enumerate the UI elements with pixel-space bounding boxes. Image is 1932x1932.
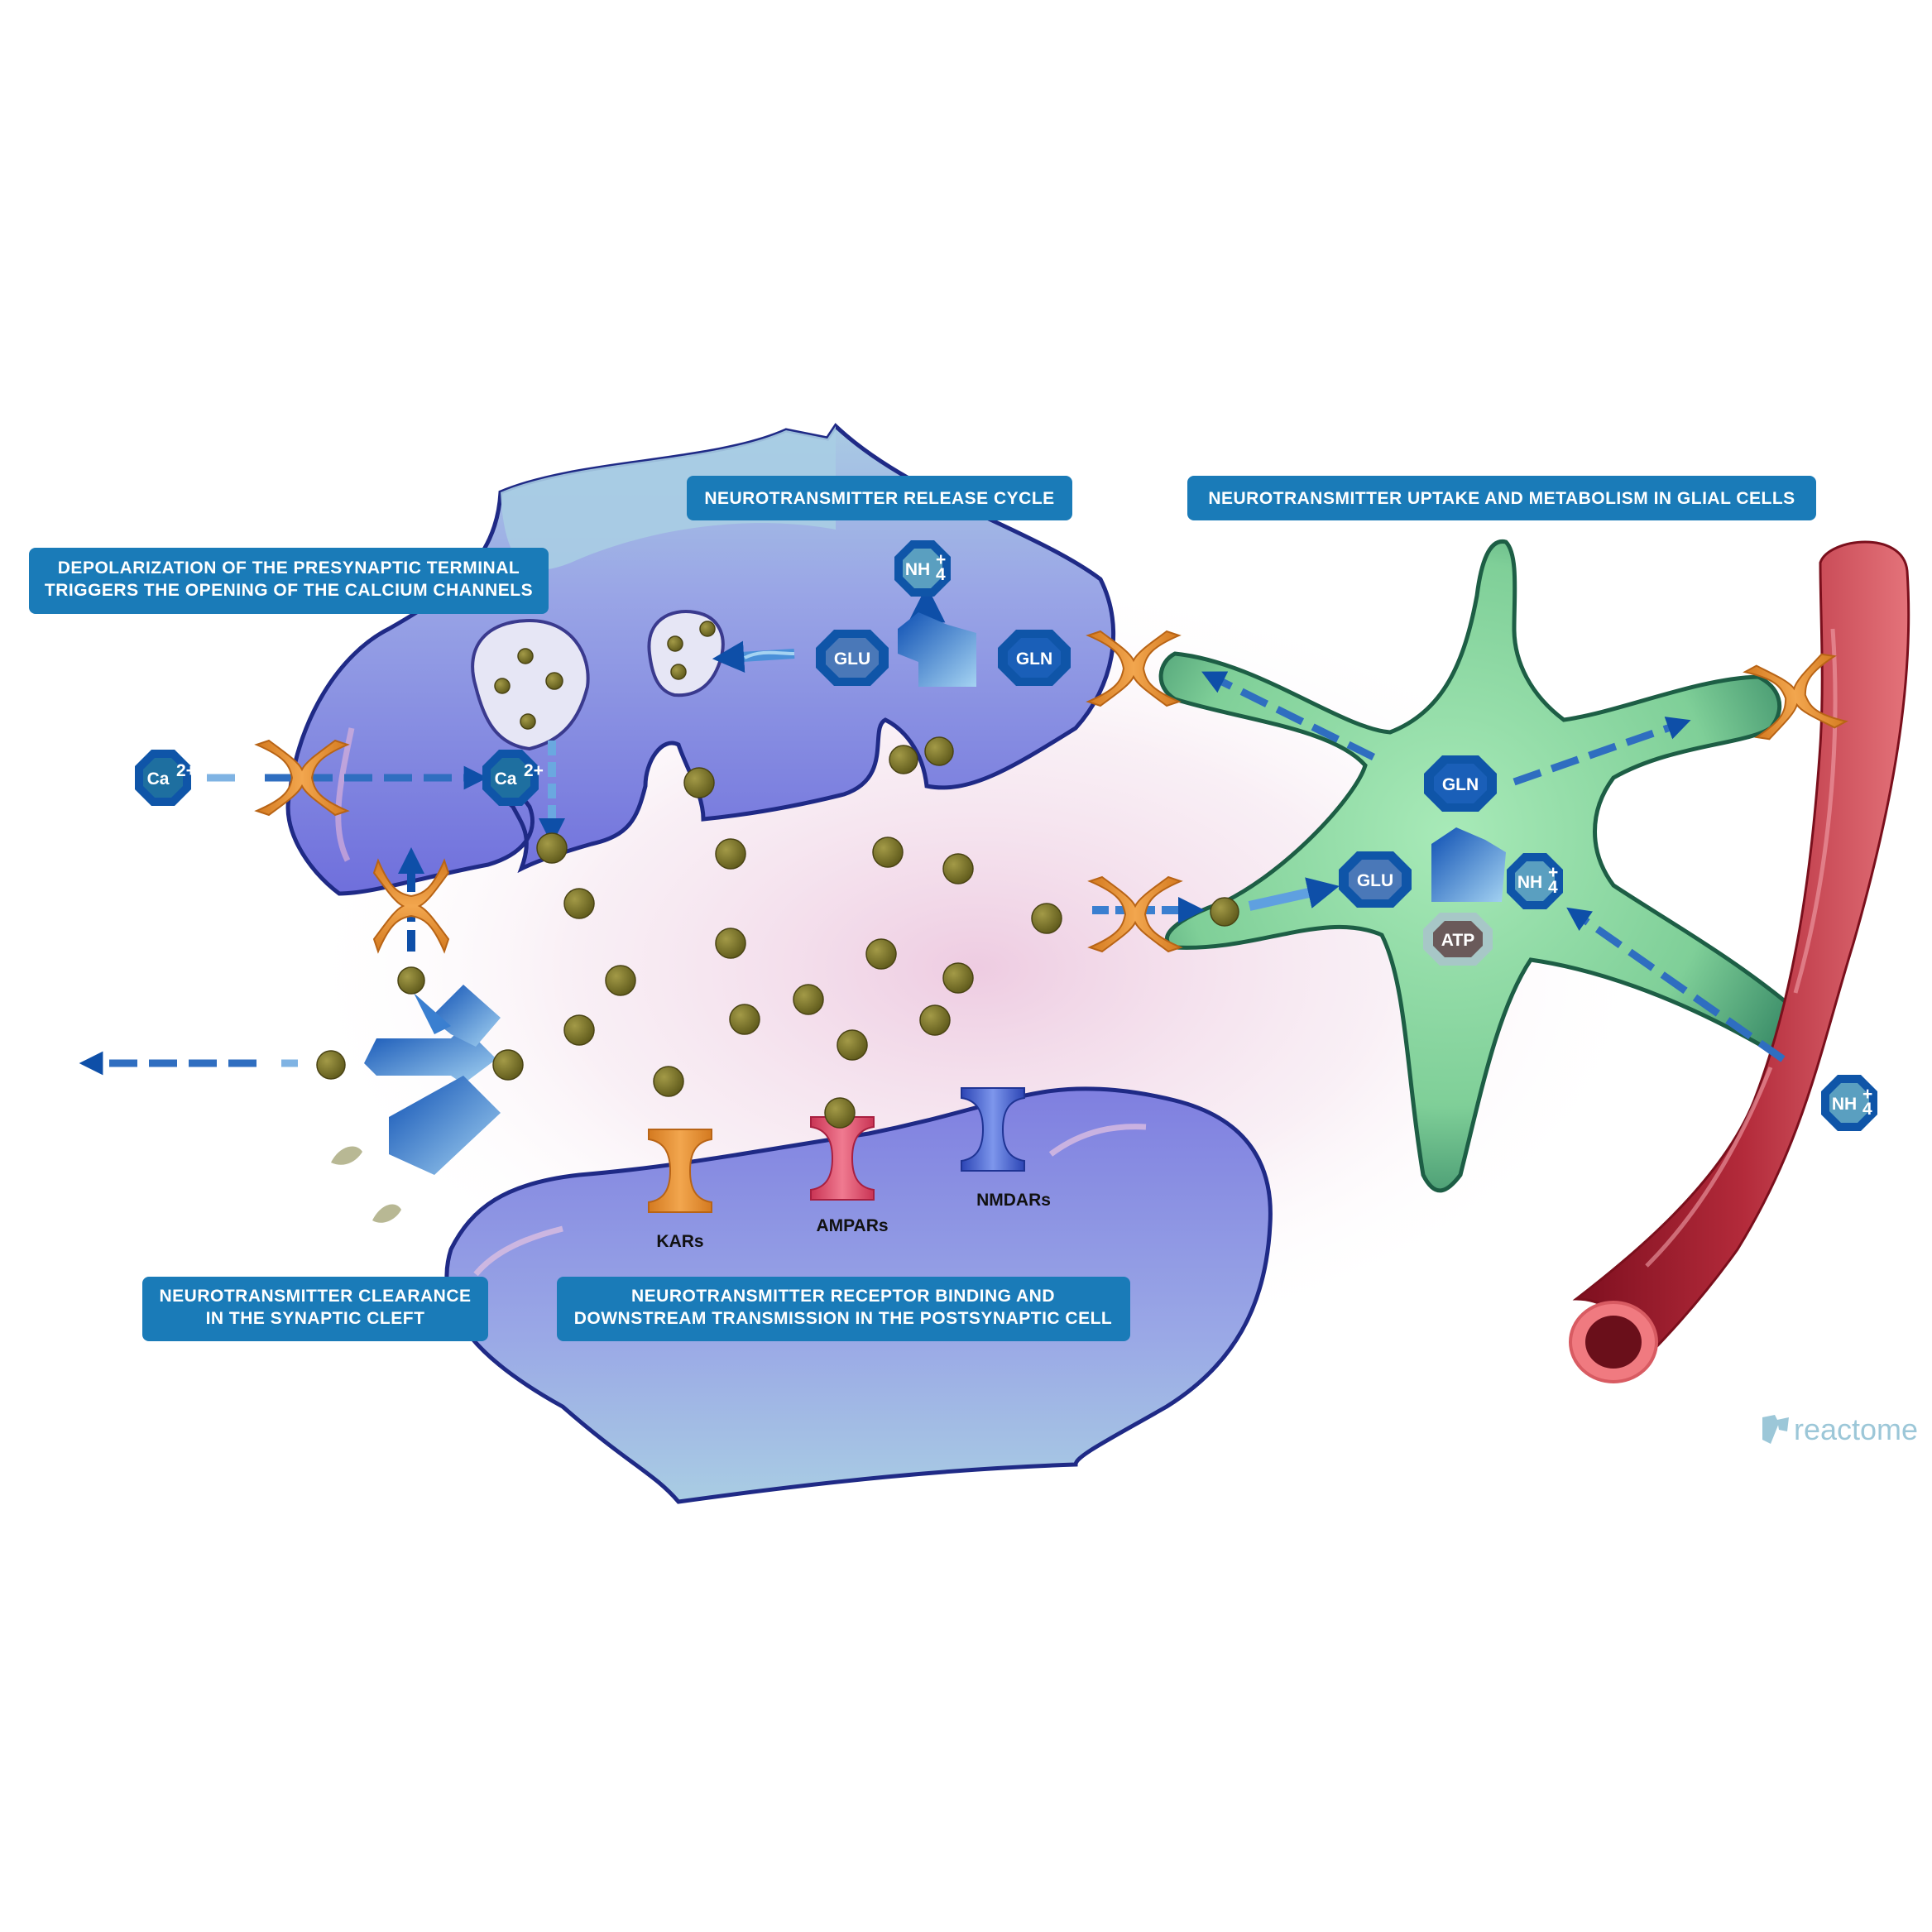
- glutamate-particle: [397, 966, 425, 995]
- glutamate-particle: [605, 965, 636, 996]
- label-depolarization-line2: TRIGGERS THE OPENING OF THE CALCIUM CHAN…: [45, 581, 533, 600]
- label-clearance-line1: NEUROTRANSMITTER CLEARANCE: [160, 1287, 472, 1306]
- svg-text:4: 4: [1548, 878, 1558, 897]
- nh4-ion-presyn: NH + 4: [894, 540, 951, 597]
- nmdar-receptor[interactable]: [961, 1087, 1025, 1172]
- glutamate-particle: [1031, 903, 1062, 934]
- glia-arrow-upper-left: [1201, 671, 1376, 761]
- glutamate-particle: [492, 1049, 524, 1081]
- gln-transporter-glia-vessel[interactable]: [1743, 652, 1848, 741]
- glutamate-particle: [824, 1097, 856, 1129]
- svg-text:4: 4: [936, 565, 946, 584]
- glu-molecule-presyn: GLU: [816, 630, 889, 686]
- svg-text:Ca: Ca: [147, 769, 170, 789]
- glutamate-particle: [536, 832, 568, 864]
- svg-text:ATP: ATP: [1441, 931, 1474, 950]
- ampars-label: AMPARs: [816, 1216, 888, 1235]
- glutamate-particle: [865, 938, 897, 970]
- svg-text:+: +: [1548, 863, 1558, 882]
- calcium-channel[interactable]: [254, 739, 350, 817]
- label-depolarization-line1: DEPOLARIZATION OF THE PRESYNAPTIC TERMIN…: [58, 559, 520, 578]
- glutamate-particle: [683, 767, 715, 798]
- gln-molecule-glia: GLN: [1424, 755, 1497, 812]
- svg-text:NH: NH: [1517, 873, 1542, 892]
- glutamate-particle: [715, 928, 746, 959]
- glu-to-gln-arrow-glia: [1248, 877, 1340, 911]
- glutamine-synthetase-enzyme: [1431, 827, 1506, 902]
- svg-text:2+: 2+: [176, 761, 196, 780]
- glutamate-particle: [715, 838, 746, 870]
- glutamate-particle: [872, 837, 904, 868]
- label-receptor-binding-line1: NEUROTRANSMITTER RECEPTOR BINDING AND: [631, 1287, 1055, 1306]
- label-release-cycle-text: NEUROTRANSMITTER RELEASE CYCLE: [704, 489, 1054, 508]
- glutamate-particle: [316, 1050, 346, 1080]
- glutamate-particle: [653, 1066, 684, 1097]
- reactome-logo-text: reactome: [1794, 1412, 1918, 1446]
- svg-text:GLN: GLN: [1016, 650, 1052, 669]
- svg-text:2+: 2+: [524, 761, 544, 780]
- label-release-cycle: NEUROTRANSMITTER RELEASE CYCLE: [687, 476, 1072, 520]
- glutamate-particle: [563, 888, 595, 919]
- glutamate-transporter-presyn[interactable]: [372, 858, 450, 954]
- reactome-logo-icon: [1762, 1415, 1789, 1444]
- ampar-receptor[interactable]: [810, 1116, 875, 1201]
- glutamate-particle: [942, 853, 974, 885]
- glutamate-particle: [793, 984, 824, 1015]
- ca-ion-outside: Ca 2+: [135, 750, 196, 806]
- glutamate-particle: [1210, 897, 1239, 927]
- degraded-fragments: [331, 1146, 401, 1223]
- nh4-ion-glia: NH + 4: [1507, 853, 1563, 909]
- label-receptor-binding-line2: DOWNSTREAM TRANSMISSION IN THE POSTSYNAP…: [574, 1309, 1113, 1328]
- glutaminase-enzyme: [898, 612, 976, 687]
- label-depolarization: DEPOLARIZATION OF THE PRESYNAPTIC TERMIN…: [29, 548, 549, 614]
- gln-transporter-presyn[interactable]: [1086, 630, 1182, 707]
- label-uptake-text: NEUROTRANSMITTER UPTAKE AND METABOLISM I…: [1208, 489, 1795, 508]
- glutamate-particle: [919, 1004, 951, 1036]
- gln-to-glu-arrow: [712, 640, 795, 673]
- ca-ion-inside: Ca 2+: [482, 750, 544, 806]
- label-clearance: NEUROTRANSMITTER CLEARANCE IN THE SYNAPT…: [142, 1277, 488, 1341]
- nmdars-label: NMDARs: [976, 1191, 1051, 1210]
- synaptic-vesicle-1: [471, 618, 590, 751]
- membrane-highlight: [335, 727, 355, 862]
- glutamate-particle: [837, 1029, 868, 1061]
- glutamate-particle: [563, 1014, 595, 1046]
- svg-text:NH: NH: [1832, 1095, 1857, 1114]
- svg-text:GLN: GLN: [1442, 775, 1479, 794]
- glutamate-particles: [316, 736, 1239, 1129]
- label-uptake: NEUROTRANSMITTER UPTAKE AND METABOLISM I…: [1187, 476, 1816, 520]
- clearance-enzyme: [364, 985, 501, 1175]
- svg-text:+: +: [936, 550, 946, 569]
- svg-text:+: +: [1862, 1085, 1872, 1104]
- kar-receptor[interactable]: [648, 1129, 712, 1213]
- glutamate-particle: [889, 745, 918, 774]
- label-clearance-line2: IN THE SYNAPTIC CLEFT: [206, 1309, 425, 1328]
- label-receptor-binding: NEUROTRANSMITTER RECEPTOR BINDING AND DO…: [557, 1277, 1130, 1341]
- glutamate-particle: [729, 1004, 760, 1035]
- glu-molecule-glia: GLU: [1339, 851, 1412, 908]
- atp-molecule-glia: ATP: [1423, 913, 1493, 966]
- glutamate-particle: [924, 736, 954, 766]
- reactome-logo: reactome: [1762, 1412, 1918, 1446]
- glutamate-transporter-glia[interactable]: [1087, 875, 1183, 953]
- kars-label: KARs: [656, 1232, 703, 1251]
- svg-text:GLU: GLU: [1357, 871, 1393, 890]
- svg-text:4: 4: [1862, 1100, 1872, 1119]
- nh4-ion-vessel: NH + 4: [1821, 1075, 1877, 1131]
- svg-text:Ca: Ca: [495, 769, 517, 789]
- svg-text:GLU: GLU: [834, 650, 870, 669]
- glia-arrow-upper-right: [1513, 717, 1691, 786]
- glia-arrow-lower-right: [1566, 907, 1786, 1062]
- glutamate-particle: [942, 962, 974, 994]
- blood-vessel: [1569, 540, 1910, 1383]
- gln-molecule-presyn: GLN: [998, 630, 1071, 686]
- svg-text:NH: NH: [905, 560, 930, 579]
